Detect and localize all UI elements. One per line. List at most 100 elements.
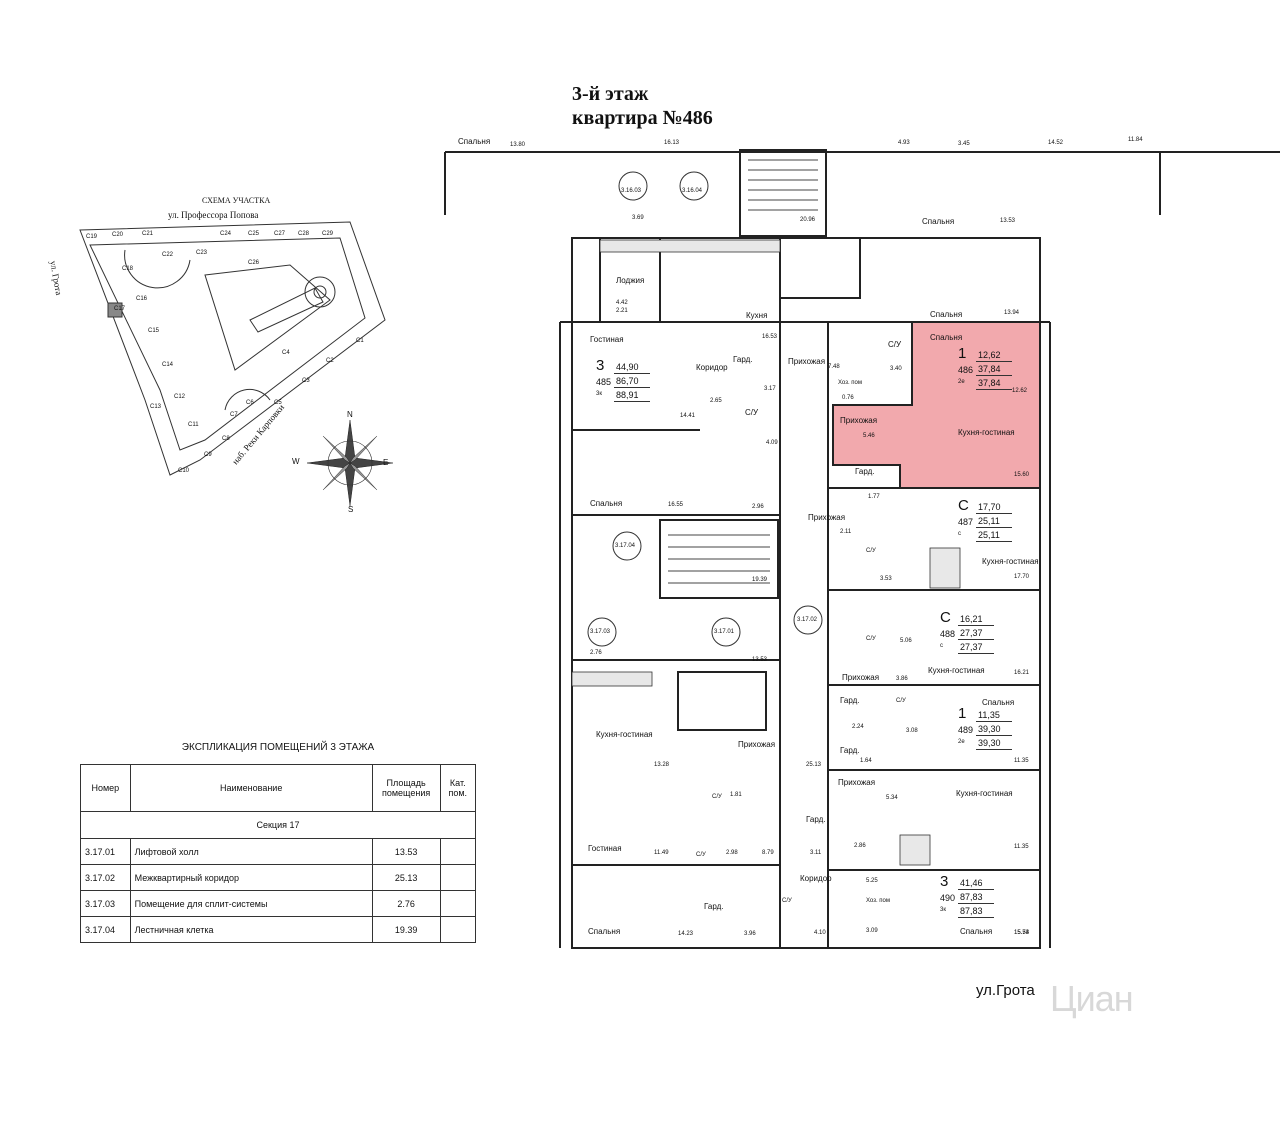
room-area: 4.10 — [814, 930, 826, 936]
apartment-rooms: 1 — [958, 705, 967, 722]
room-area: 0.76 — [842, 395, 854, 401]
room-area: 2.21 — [616, 308, 628, 314]
room-area: 16.53 — [762, 334, 778, 340]
cell-area: 25.13 — [371, 864, 441, 891]
room-area: 2.65 — [710, 398, 722, 404]
apartment-area: 41,46 — [958, 878, 994, 890]
room-label: Прихожая — [838, 778, 876, 787]
room-label: С/У — [866, 548, 876, 554]
room-area: 3.08 — [906, 728, 918, 734]
room-label: Прихожая — [842, 673, 880, 682]
room-label: Коридор — [696, 363, 728, 372]
apartment-type: 2е — [958, 379, 965, 385]
table-row: 3.17.04 Лестничная клетка 19.39 — [80, 916, 477, 943]
compass-w: W — [292, 457, 300, 466]
room-code: 3.17.02 — [797, 617, 818, 623]
room-area: 2.11 — [840, 529, 852, 535]
section-label: С14 — [162, 362, 174, 368]
apartment-tag-486[interactable]: 1 486 2е 12,62 37,84 37,84 — [958, 346, 1018, 392]
room-label: Спальня — [922, 217, 955, 226]
apartment-tag-489[interactable]: 1 489 2е 11,35 39,30 39,30 — [958, 705, 1018, 752]
room-area: 19.39 — [752, 577, 768, 583]
room-label: Гард. — [840, 746, 860, 755]
section-row: Секция 17 — [80, 811, 476, 839]
room-area: 5.46 — [863, 433, 875, 439]
section-label: С3 — [302, 378, 310, 384]
room-area: 3.86 — [896, 676, 908, 682]
room-area: 2.96 — [752, 504, 764, 510]
table-row: 3.17.03 Помещение для сплит-системы 2.76 — [80, 890, 477, 917]
section-label: С22 — [162, 252, 174, 258]
apartment-area: 27,37 — [958, 642, 994, 654]
apartment-tag-488[interactable]: С 488 с 16,21 27,37 27,37 — [940, 610, 1000, 656]
room-code: 3.17.04 — [615, 543, 636, 549]
section-label: С9 — [204, 452, 212, 458]
room-label: Прихожая — [840, 416, 878, 425]
room-code: 3.16.03 — [621, 188, 642, 194]
section-label: С17 — [114, 306, 126, 312]
room-label: Спальня — [590, 499, 623, 508]
room-area: 13.80 — [510, 142, 526, 148]
section-label: С12 — [174, 394, 186, 400]
room-label: Гостиная — [588, 844, 622, 853]
room-label: Кухня-гостиная — [982, 557, 1039, 566]
apartment-type: с — [958, 531, 961, 537]
apartment-tag-485[interactable]: 3 485 3к 44,90 86,70 88,91 — [596, 357, 656, 404]
room-area: 15.53 — [1014, 930, 1030, 936]
room-area: 5.34 — [886, 795, 898, 801]
room-label: Кухня-гостиная — [956, 789, 1013, 798]
apartment-area: 12,62 — [976, 350, 1012, 362]
apartment-486-highlight — [832, 321, 1041, 489]
room-area: 3.40 — [890, 366, 902, 372]
room-area: 14.41 — [680, 413, 696, 419]
apartment-type: 3к — [596, 391, 602, 397]
room-label: С/У — [896, 698, 906, 704]
apartment-number: 485 — [596, 377, 612, 387]
apartment-rooms: 3 — [596, 357, 605, 374]
room-label: Спальня — [960, 927, 993, 936]
room-area: 3.11 — [810, 850, 822, 856]
room-label: Прихожая — [738, 740, 776, 749]
site-plan-title: СХЕМА УЧАСТКА — [202, 196, 271, 205]
compass-s: S — [348, 505, 354, 514]
room-label: Прихожая — [808, 513, 846, 522]
apartment-tag-487[interactable]: С 487 с 17,70 25,11 25,11 — [958, 498, 1018, 544]
street-top-label: ул. Профессора Попова — [168, 210, 259, 220]
room-label: Гард. — [840, 696, 860, 705]
section-label: С10 — [178, 468, 190, 474]
cell-name: Помещение для сплит-системы — [129, 890, 373, 917]
room-area: 13.28 — [654, 762, 670, 768]
site-plan-drawing — [79, 221, 386, 476]
apartment-area: 16,21 — [958, 614, 994, 626]
section-label: С1 — [356, 338, 364, 344]
room-label: С/У — [866, 636, 876, 642]
table-row: 3.17.01 Лифтовой холл 13.53 — [80, 838, 477, 865]
apartment-type: 2е — [958, 739, 965, 745]
section-label: С18 — [122, 266, 134, 272]
room-label: Спальня — [930, 310, 963, 319]
room-label: Кухня-гостиная — [958, 428, 1015, 437]
room-label: Хоз. пом — [838, 380, 862, 386]
room-label: Гард. — [733, 355, 753, 364]
room-area: 17.70 — [1014, 574, 1030, 580]
room-area: 25.13 — [806, 762, 822, 768]
room-area: 3.45 — [958, 141, 970, 147]
section-label: С6 — [246, 400, 254, 406]
room-label: С/У — [696, 852, 706, 858]
section-label: С5 — [274, 400, 282, 406]
compass-rose-icon — [306, 419, 394, 507]
apartment-area: 11,35 — [976, 710, 1012, 722]
room-area: 14.52 — [1048, 140, 1064, 146]
room-label: Лоджия — [616, 276, 645, 285]
cell-area: 19.39 — [371, 916, 441, 943]
apartment-number: 490 — [940, 893, 956, 903]
room-area: 11.35 — [1014, 844, 1029, 850]
apartment-rooms: 3 — [940, 873, 949, 890]
room-code: 3.16.04 — [682, 188, 703, 194]
section-label: С8 — [222, 436, 230, 442]
room-area: 3.96 — [744, 931, 756, 937]
watermark-logo: Циан — [1050, 978, 1134, 1019]
apartment-tag-490[interactable]: 3 490 3к 41,46 87,83 87,83 — [940, 873, 1000, 920]
explication-caption: ЭКСПЛИКАЦИЯ ПОМЕЩЕНИЙ 3 ЭТАЖА — [181, 742, 375, 753]
room-label: Кухня-гостиная — [596, 730, 653, 739]
